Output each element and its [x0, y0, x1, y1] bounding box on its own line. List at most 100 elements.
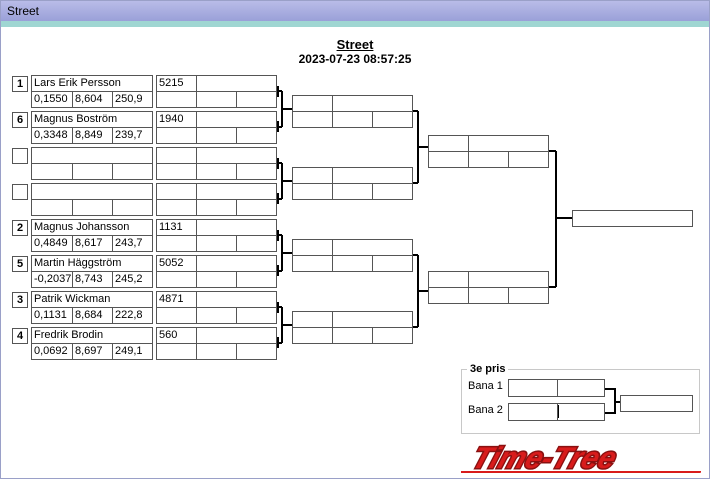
result-box[interactable]: [196, 127, 237, 144]
round2-box[interactable]: [372, 255, 413, 272]
racer-number[interactable]: 1131: [156, 219, 197, 236]
result-box[interactable]: [156, 199, 197, 216]
semifinal-box[interactable]: [468, 271, 549, 288]
result-box[interactable]: [196, 183, 277, 200]
semifinal-box[interactable]: [508, 151, 549, 168]
result-box[interactable]: [196, 307, 237, 324]
racer-number[interactable]: 5215: [156, 75, 197, 92]
racer-name[interactable]: Lars Erik Persson: [31, 75, 153, 92]
racer-name[interactable]: [31, 183, 153, 200]
round2-box[interactable]: [292, 311, 333, 328]
racer-number[interactable]: 560: [156, 327, 197, 344]
elapsed-time: 8,617: [72, 235, 113, 252]
result-box[interactable]: [196, 75, 277, 92]
result-box[interactable]: [156, 91, 197, 108]
racer-name[interactable]: [31, 147, 153, 164]
racer-number[interactable]: [156, 183, 197, 200]
semifinal-box[interactable]: [428, 287, 469, 304]
semifinal-box[interactable]: [468, 135, 549, 152]
racer-name[interactable]: Fredrik Brodin: [31, 327, 153, 344]
racer-name[interactable]: Patrik Wickman: [31, 291, 153, 308]
result-box[interactable]: [156, 163, 197, 180]
seed-box[interactable]: [12, 184, 28, 200]
semifinal-box[interactable]: [428, 135, 469, 152]
round2-box[interactable]: [372, 111, 413, 128]
third-place-winner-box[interactable]: [620, 395, 693, 412]
semifinal-box[interactable]: [508, 287, 549, 304]
result-box[interactable]: [236, 307, 277, 324]
round2-box[interactable]: [332, 255, 373, 272]
lane2-box-a[interactable]: [508, 403, 558, 421]
racer-number[interactable]: 4871: [156, 291, 197, 308]
result-box[interactable]: [156, 127, 197, 144]
result-box[interactable]: [236, 163, 277, 180]
result-box[interactable]: [196, 343, 237, 360]
result-box[interactable]: [236, 199, 277, 216]
round2-box[interactable]: [292, 255, 333, 272]
result-box[interactable]: [156, 307, 197, 324]
result-box[interactable]: [196, 255, 277, 272]
seed-box[interactable]: 5: [12, 256, 28, 272]
seed-box[interactable]: 1: [12, 76, 28, 92]
result-box[interactable]: [156, 235, 197, 252]
result-box[interactable]: [196, 199, 237, 216]
semifinal-box[interactable]: [468, 287, 509, 304]
round2-box[interactable]: [372, 327, 413, 344]
result-box[interactable]: [196, 91, 237, 108]
seed-box[interactable]: 4: [12, 328, 28, 344]
lane1-box-b[interactable]: [557, 379, 605, 397]
result-box[interactable]: [236, 343, 277, 360]
semifinal-box[interactable]: [468, 151, 509, 168]
seed-box[interactable]: 3: [12, 292, 28, 308]
round2-box[interactable]: [332, 311, 413, 328]
racer-number[interactable]: 1940: [156, 111, 197, 128]
round2-box[interactable]: [372, 183, 413, 200]
semifinal-box[interactable]: [428, 271, 469, 288]
seed-box[interactable]: 6: [12, 112, 28, 128]
racer-name[interactable]: Magnus Boström: [31, 111, 153, 128]
result-box[interactable]: [196, 147, 277, 164]
result-box[interactable]: [156, 343, 197, 360]
result-box[interactable]: [236, 235, 277, 252]
result-box[interactable]: [236, 127, 277, 144]
bracket-line: [279, 162, 282, 164]
round2-box[interactable]: [332, 239, 413, 256]
round2-box[interactable]: [332, 95, 413, 112]
round2-box[interactable]: [292, 183, 333, 200]
round2-box[interactable]: [292, 95, 333, 112]
bracket-line: [279, 90, 282, 92]
round2-box[interactable]: [332, 183, 373, 200]
round2-box[interactable]: [332, 111, 373, 128]
bracket-line: [549, 286, 556, 288]
result-box[interactable]: [196, 327, 277, 344]
result-box[interactable]: [196, 271, 237, 288]
racer-number[interactable]: [156, 147, 197, 164]
racer-name[interactable]: Magnus Johansson: [31, 219, 153, 236]
round2-box[interactable]: [292, 111, 333, 128]
final-winner-box[interactable]: [572, 210, 693, 227]
seed-box[interactable]: 2: [12, 220, 28, 236]
seed-box[interactable]: [12, 148, 28, 164]
racer-name[interactable]: Martin Häggström: [31, 255, 153, 272]
result-box[interactable]: [156, 271, 197, 288]
round2-box[interactable]: [332, 327, 373, 344]
bracket-line: [413, 110, 418, 112]
semifinal-box[interactable]: [428, 151, 469, 168]
result-box[interactable]: [236, 271, 277, 288]
lane1-box-a[interactable]: [508, 379, 558, 397]
result-box[interactable]: [196, 163, 237, 180]
round2-box[interactable]: [292, 327, 333, 344]
round2-box[interactable]: [332, 167, 413, 184]
lane2-box-b[interactable]: [557, 403, 605, 421]
window-title: Street: [7, 4, 40, 18]
racer-number[interactable]: 5052: [156, 255, 197, 272]
round2-box[interactable]: [292, 239, 333, 256]
round2-box[interactable]: [292, 167, 333, 184]
result-box[interactable]: [196, 219, 277, 236]
result-box[interactable]: [196, 235, 237, 252]
result-box[interactable]: [236, 91, 277, 108]
bracket-line: [277, 337, 279, 339]
bracket-line: [277, 302, 279, 312]
result-box[interactable]: [196, 291, 277, 308]
result-box[interactable]: [196, 111, 277, 128]
